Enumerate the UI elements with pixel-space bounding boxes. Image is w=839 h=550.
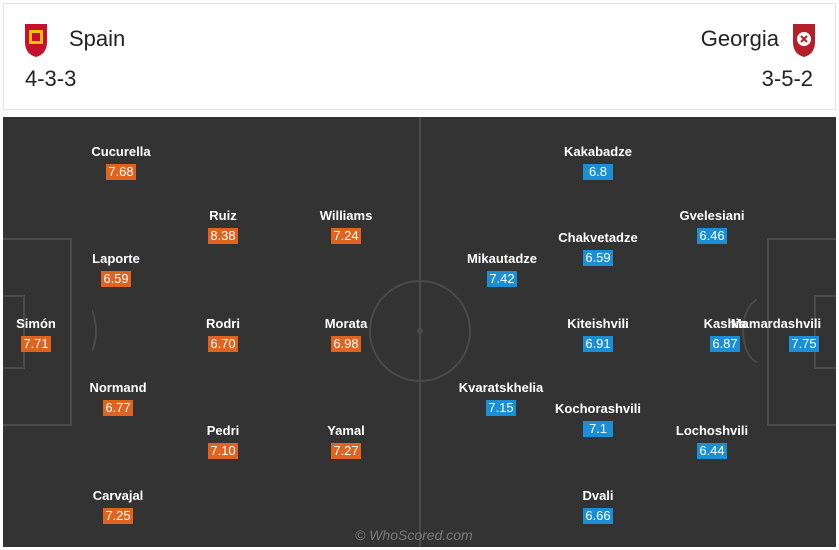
player-name: Lochoshvili — [675, 423, 749, 438]
home-player-lcm[interactable]: Ruiz 8.38 — [197, 208, 249, 245]
away-player-rcb[interactable]: Lochoshvili 6.44 — [667, 423, 757, 460]
player-name: Mamardashvili — [730, 316, 822, 331]
player-rating: 6.91 — [583, 336, 613, 352]
right-goal-box — [814, 295, 836, 369]
player-rating: 7.25 — [103, 508, 133, 524]
away-player-st-right[interactable]: Kvaratskhelia 7.15 — [429, 380, 573, 417]
player-name: Morata — [324, 316, 368, 331]
home-team-name[interactable]: Spain — [69, 26, 126, 51]
georgia-crest-icon — [793, 24, 815, 57]
player-rating: 8.38 — [208, 228, 238, 244]
home-player-dm[interactable]: Rodri 6.70 — [197, 316, 249, 353]
home-player-rcm[interactable]: Pedri 7.10 — [197, 423, 249, 460]
away-player-lcm[interactable]: Chakvetadze 6.59 — [545, 230, 651, 267]
spain-crest-icon — [25, 24, 47, 57]
match-header: Spain 4-3-3 Georgia 3-5-2 — [3, 3, 836, 110]
player-name: Pedri — [206, 423, 240, 438]
away-player-lcb[interactable]: Gvelesiani 6.46 — [669, 208, 755, 245]
home-player-goalkeeper[interactable]: Simón 7.71 — [8, 316, 64, 353]
player-name: Dvali — [582, 488, 614, 503]
home-player-st[interactable]: Morata 6.98 — [308, 316, 384, 353]
player-rating: 7.15 — [486, 400, 516, 416]
left-goal-box — [3, 295, 25, 369]
player-name: Kashia — [703, 316, 747, 331]
player-rating: 7.42 — [487, 271, 517, 287]
home-player-lcb[interactable]: Laporte 6.59 — [83, 251, 149, 288]
player-rating: 6.46 — [697, 228, 727, 244]
home-formation: 4-3-3 — [25, 66, 77, 91]
center-spot — [417, 328, 423, 334]
player-rating: 6.87 — [710, 336, 740, 352]
home-player-lb[interactable]: Cucurella 7.68 — [83, 144, 159, 181]
pitch: Simón 7.71 Cucurella 7.68 Laporte 6.59 N… — [3, 117, 836, 547]
player-name: Gvelesiani — [679, 208, 745, 223]
player-name: Normand — [89, 380, 147, 395]
away-player-rwb[interactable]: Dvali 6.66 — [575, 488, 621, 525]
away-player-lwb[interactable]: Kakabadze 6.8 — [555, 144, 641, 181]
player-name: Mikautadze — [466, 251, 538, 266]
right-penalty-box — [767, 238, 836, 426]
player-rating: 6.8 — [583, 164, 613, 180]
home-player-lw[interactable]: Williams 7.24 — [308, 208, 384, 245]
player-rating: 6.66 — [583, 508, 613, 524]
player-name: Laporte — [92, 251, 140, 266]
player-name: Rodri — [206, 316, 240, 331]
player-rating: 6.44 — [697, 443, 727, 459]
home-player-rw[interactable]: Yamal 7.27 — [308, 423, 384, 460]
player-rating: 7.75 — [789, 336, 819, 352]
player-name: Williams — [319, 208, 373, 223]
away-team-name[interactable]: Georgia — [700, 26, 779, 51]
player-name: Kiteishvili — [567, 316, 629, 331]
center-circle — [369, 280, 471, 382]
away-player-goalkeeper[interactable]: Mamardashvili 7.75 — [725, 316, 827, 353]
player-name: Kvaratskhelia — [458, 380, 544, 395]
player-name: Chakvetadze — [558, 230, 638, 245]
player-rating: 6.59 — [101, 271, 131, 287]
away-player-cb[interactable]: Kashia 6.87 — [701, 316, 749, 353]
player-name: Kochorashvili — [555, 401, 641, 416]
player-name: Carvajal — [92, 488, 144, 503]
away-player-st-left[interactable]: Mikautadze 7.42 — [439, 251, 565, 288]
player-rating: 7.27 — [331, 443, 361, 459]
home-player-rb[interactable]: Carvajal 7.25 — [83, 488, 153, 525]
player-rating: 6.70 — [208, 336, 238, 352]
player-rating: 7.10 — [208, 443, 238, 459]
left-penalty-box — [3, 238, 72, 426]
home-player-rcb[interactable]: Normand 6.77 — [83, 380, 153, 417]
player-rating: 7.68 — [106, 164, 136, 180]
away-player-cm[interactable]: Kiteishvili 6.91 — [555, 316, 641, 353]
whoscored-watermark: © WhoScored.com — [355, 527, 473, 543]
player-name: Kakabadze — [564, 144, 632, 159]
player-rating: 6.98 — [331, 336, 361, 352]
player-rating: 7.24 — [331, 228, 361, 244]
player-rating: 7.71 — [21, 336, 51, 352]
player-name: Cucurella — [91, 144, 151, 159]
player-rating: 6.59 — [583, 250, 613, 266]
away-player-rcm[interactable]: Kochorashvili 7.1 — [541, 401, 655, 438]
player-name: Simón — [16, 316, 56, 331]
player-rating: 7.1 — [583, 421, 613, 437]
away-formation: 3-5-2 — [761, 66, 813, 91]
player-name: Yamal — [327, 423, 365, 438]
player-rating: 6.77 — [103, 400, 133, 416]
player-name: Ruiz — [209, 208, 237, 223]
